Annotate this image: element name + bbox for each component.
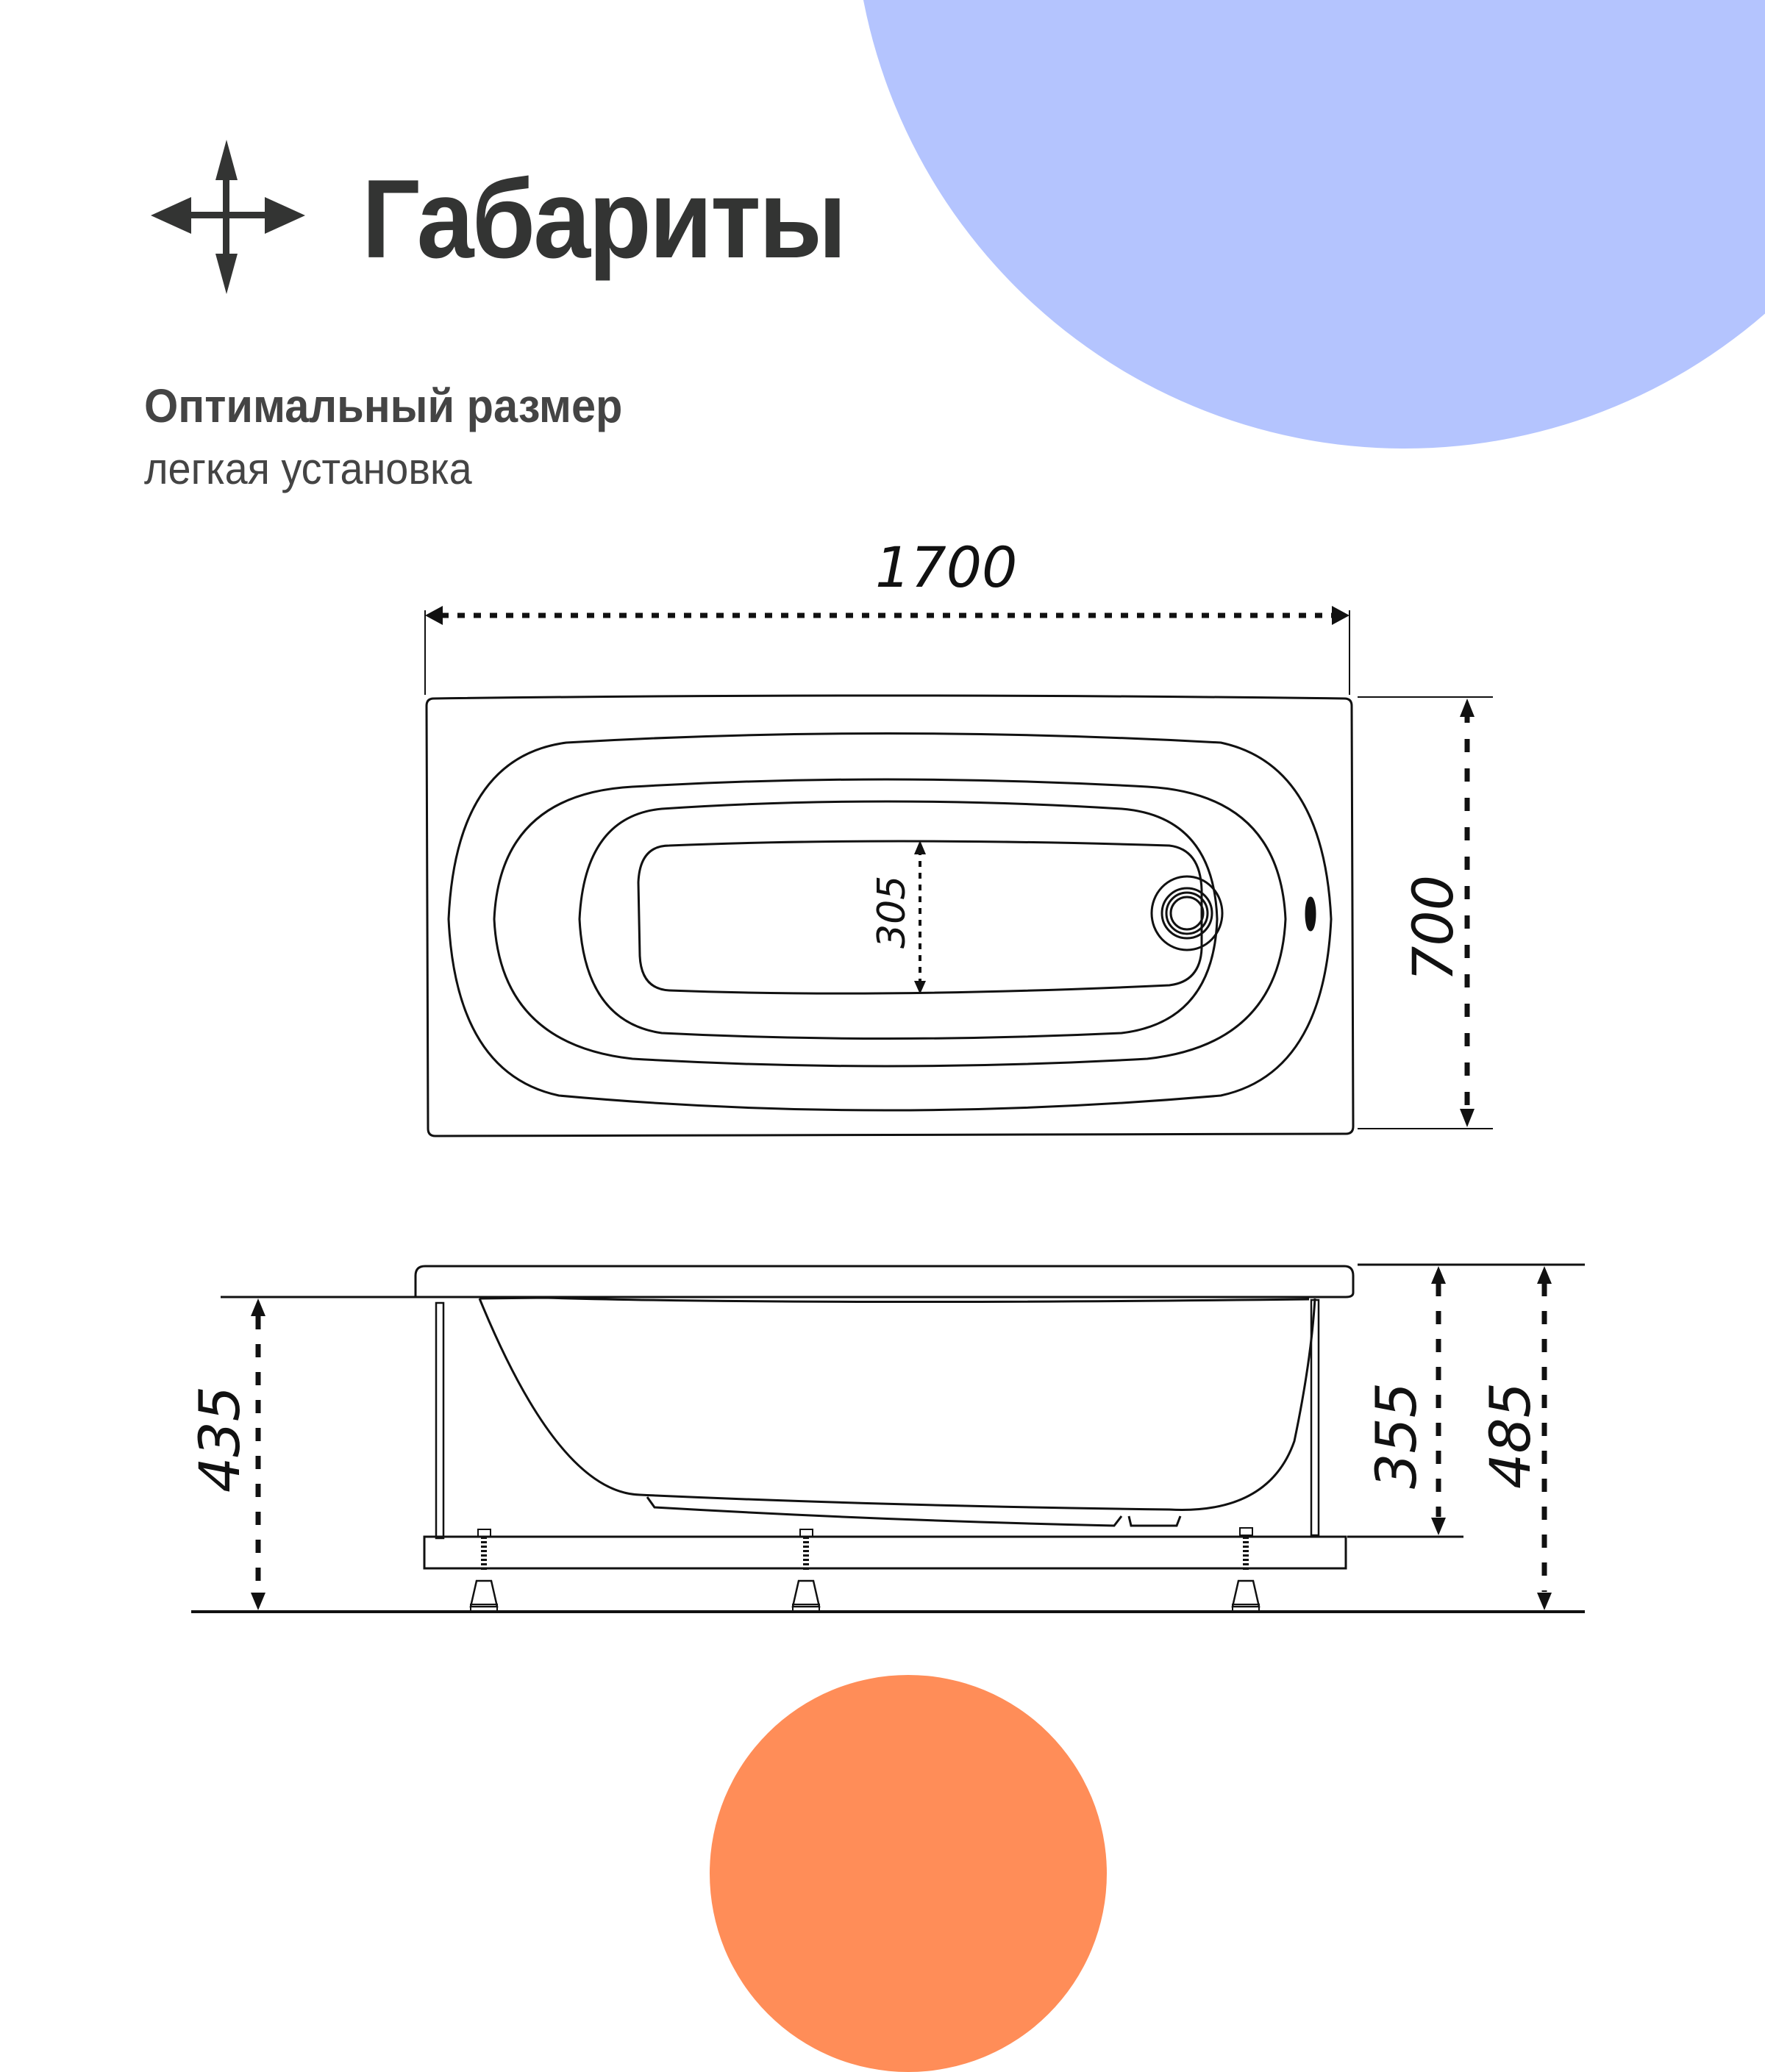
dim-total-height-label: 485 xyxy=(1477,1382,1543,1489)
adjustable-foot-right xyxy=(1231,1527,1261,1612)
subtitle: легкая установка xyxy=(144,444,472,493)
dim-width-label: 700 xyxy=(1400,875,1466,982)
page-title: Габариты xyxy=(362,157,846,282)
dim-bottom-width-label: 305 xyxy=(870,876,914,949)
dim-height-to-frame-label: 435 xyxy=(187,1386,252,1493)
top-view xyxy=(424,606,1493,1137)
move-arrows-icon xyxy=(151,140,305,294)
dim-length-label: 1700 xyxy=(875,535,1017,600)
adjustable-foot-middle xyxy=(791,1529,821,1612)
subtitle-bold: Оптимальный размер xyxy=(144,379,623,432)
side-view xyxy=(191,1263,1585,1613)
dim-bowl-depth-label: 355 xyxy=(1363,1382,1429,1489)
bathtub-drawing: 1700 305 700 xyxy=(187,535,1585,1613)
adjustable-foot-left xyxy=(469,1529,499,1612)
